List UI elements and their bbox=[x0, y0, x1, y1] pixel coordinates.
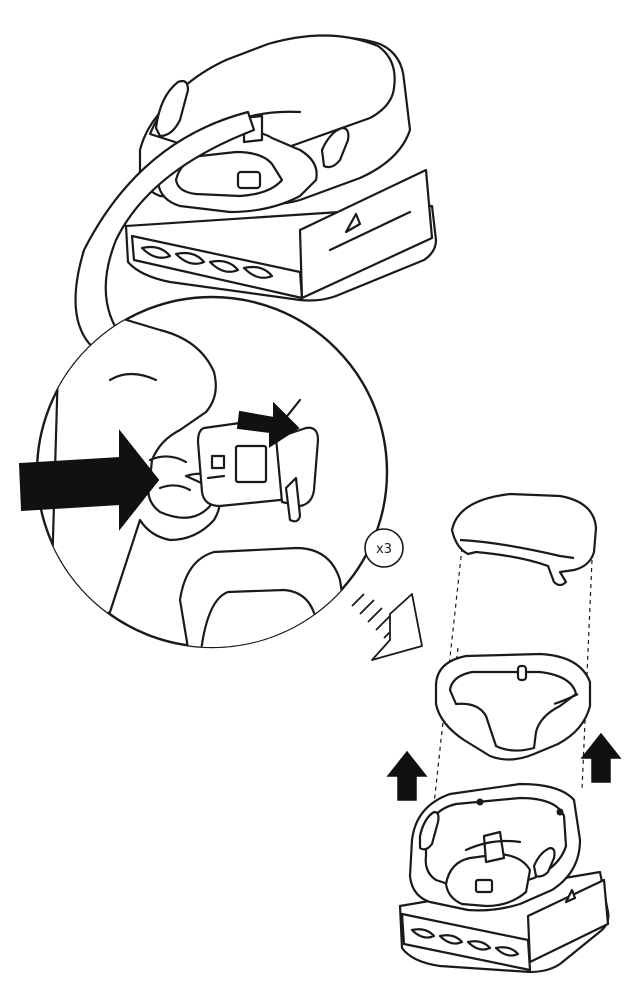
lift-arrow-left bbox=[386, 750, 428, 801]
push-arrow-small bbox=[236, 401, 300, 448]
repeat-count-label: x3 bbox=[376, 542, 392, 557]
buckle-detail-magnifier bbox=[18, 295, 389, 649]
seat-insert bbox=[434, 652, 592, 761]
booster-base bbox=[398, 782, 610, 974]
repeat-arrow bbox=[351, 593, 423, 661]
repeat-count-badge: x3 bbox=[364, 528, 404, 568]
push-arrow-large bbox=[18, 429, 160, 531]
tray-cover bbox=[450, 492, 598, 587]
assembled-booster-seat bbox=[124, 34, 438, 302]
lift-arrow-right bbox=[580, 732, 622, 783]
